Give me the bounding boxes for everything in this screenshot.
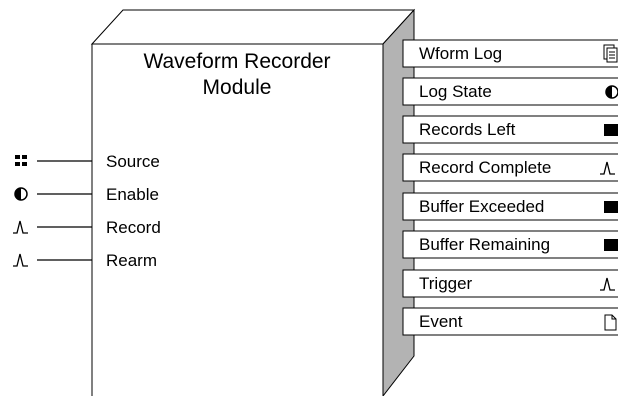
boolean-icon <box>605 85 618 99</box>
output-wform-log-label: Wform Log <box>419 44 502 63</box>
log-icon <box>603 44 618 63</box>
module-title-line1: Waveform Recorder <box>143 50 330 73</box>
output-buffer-exceeded[interactable]: Buffer Exceeded <box>402 192 618 221</box>
module-front-face <box>91 43 384 396</box>
output-event-label: Event <box>419 312 463 331</box>
numeric-icon <box>604 201 618 213</box>
output-buffer-remaining[interactable]: Buffer Remaining <box>402 230 618 259</box>
input-rearm[interactable]: Rearm <box>13 251 157 270</box>
boolean-icon <box>14 187 28 201</box>
output-record-complete-label: Record Complete <box>419 158 551 177</box>
input-enable-label: Enable <box>106 185 159 204</box>
numeric-icon <box>604 124 618 136</box>
input-enable[interactable]: Enable <box>14 185 159 204</box>
pulse-icon <box>600 277 615 291</box>
input-source-label: Source <box>106 152 160 171</box>
output-record-complete[interactable]: Record Complete <box>402 153 618 182</box>
output-wform-log[interactable]: Wform Log <box>402 39 618 68</box>
output-records-left-label: Records Left <box>419 120 516 139</box>
module-top-face <box>90 9 416 45</box>
input-record-label: Record <box>106 218 161 237</box>
output-event[interactable]: Event <box>402 307 618 336</box>
output-trigger[interactable]: Trigger <box>402 269 618 298</box>
output-buffer-remaining-label: Buffer Remaining <box>419 235 550 254</box>
output-records-left[interactable]: Records Left <box>402 115 618 144</box>
output-trigger-label: Trigger <box>419 274 473 293</box>
numeric-icon <box>604 239 618 251</box>
input-record[interactable]: Record <box>13 218 161 237</box>
output-log-state-label: Log State <box>419 82 492 101</box>
pulse-icon <box>13 253 28 267</box>
module-title-line2: Module <box>203 76 272 99</box>
event-icon <box>604 314 617 331</box>
input-source[interactable]: Source <box>15 152 160 171</box>
pulse-icon <box>13 220 28 234</box>
pulse-icon <box>600 161 615 175</box>
input-rearm-label: Rearm <box>106 251 157 270</box>
output-log-state[interactable]: Log State <box>402 77 618 106</box>
output-buffer-exceeded-label: Buffer Exceeded <box>419 197 544 216</box>
numeric-array-icon <box>15 155 27 166</box>
